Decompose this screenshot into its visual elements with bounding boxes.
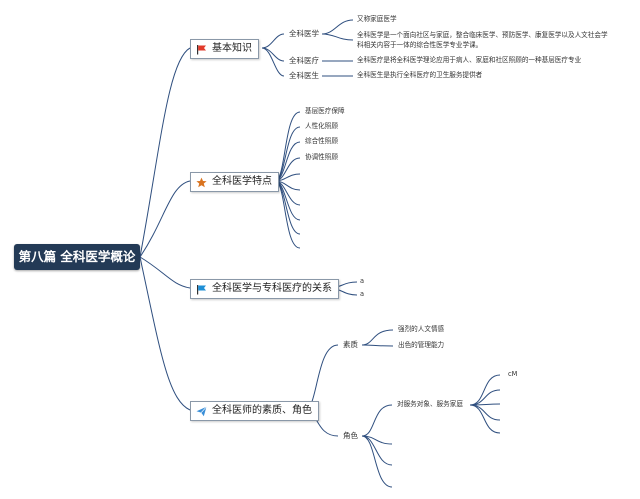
topic-label: 全科医学与专科医疗的关系 xyxy=(212,283,332,294)
leaf-general-practice-definition: 全科医疗是将全科医学理论应用于病人、家庭和社区照顾的一种基层医疗专业 xyxy=(357,56,582,64)
root-node[interactable]: 第八篇 全科医学概论 xyxy=(14,244,140,270)
leaf-general-practitioner-definition: 全科医生是执行全科医疗的卫生服务提供者 xyxy=(357,71,483,79)
topic-label: 全科医学特点 xyxy=(212,176,272,187)
leaf-family-medicine: 又称家庭医学 xyxy=(357,15,397,23)
relation-item: a xyxy=(360,290,365,298)
role-item: 对服务对象、服务家庭 xyxy=(397,400,463,408)
topic-label: 基本知识 xyxy=(212,43,252,54)
role-subitem: cM xyxy=(508,370,518,378)
topic-basic-knowledge[interactable]: 基本知识 xyxy=(190,39,259,59)
blue-flag-icon xyxy=(195,283,207,295)
topic-features[interactable]: 全科医学特点 xyxy=(190,172,279,192)
feature-item: 基层医疗保障 xyxy=(305,107,345,115)
red-flag-icon xyxy=(195,43,207,55)
subtopic-role[interactable]: 角色 xyxy=(343,431,358,440)
feature-item: 综合性照顾 xyxy=(305,137,338,145)
topic-qualities-roles[interactable]: 全科医师的素质、角色 xyxy=(190,401,319,421)
topic-relation[interactable]: 全科医学与专科医疗的关系 xyxy=(190,279,339,299)
relation-item: a xyxy=(360,277,365,285)
subtopic-general-medicine[interactable]: 全科医学 xyxy=(289,29,319,38)
star-icon xyxy=(195,176,207,188)
subtopic-general-practice[interactable]: 全科医疗 xyxy=(289,56,319,65)
subtopic-general-practitioner[interactable]: 全科医生 xyxy=(289,71,319,80)
quality-item: 出色的管理能力 xyxy=(398,341,445,349)
leaf-general-medicine-definition: 全科医学是一个面向社区与家庭，整合临床医学、预防医学、康复医学以及人文社会学科相… xyxy=(357,31,608,49)
paper-plane-icon xyxy=(195,405,207,417)
topic-label: 全科医师的素质、角色 xyxy=(212,405,312,416)
feature-item: 协调性照顾 xyxy=(305,153,338,161)
feature-item: 人性化照顾 xyxy=(305,122,338,130)
quality-item: 强烈的人文情感 xyxy=(398,325,445,333)
subtopic-quality[interactable]: 素质 xyxy=(343,340,358,349)
